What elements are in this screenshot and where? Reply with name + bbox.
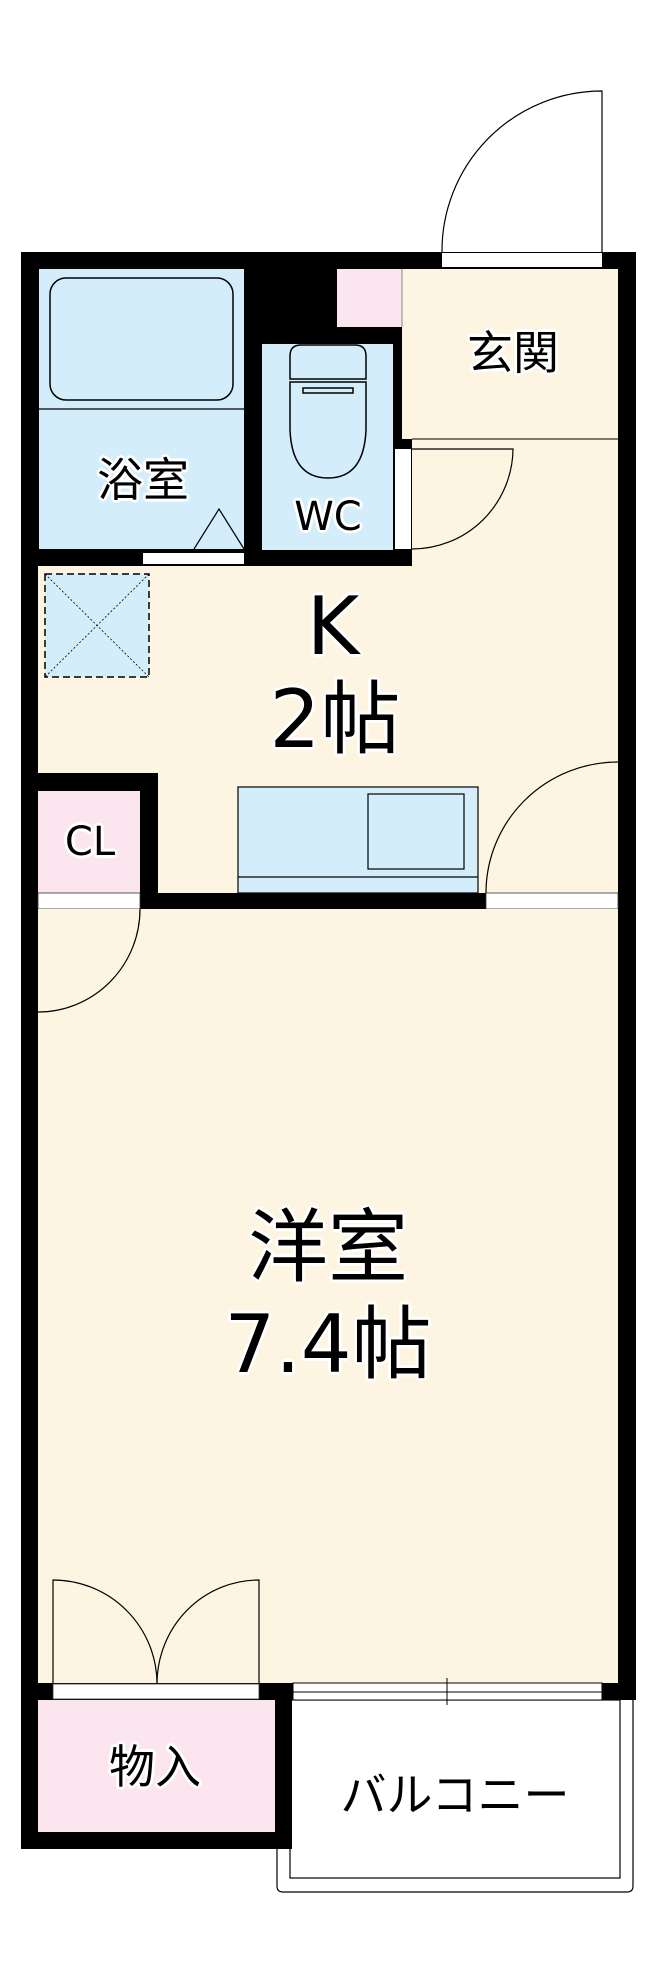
storage-room	[38, 1700, 275, 1832]
kitchen-door	[485, 892, 619, 910]
closet	[38, 791, 140, 893]
storage-door	[52, 1683, 260, 1700]
pipe-space	[337, 269, 402, 327]
bath-door	[143, 553, 244, 564]
toilet-icon	[289, 344, 367, 479]
bath-label: 浴室	[97, 453, 189, 507]
western-room	[38, 909, 618, 1683]
entrance-floor	[402, 269, 618, 439]
western-room-size: 7.4帖	[224, 1298, 432, 1391]
closet-door-swing	[37, 908, 141, 1013]
kitchen-size: 2帖	[269, 673, 401, 766]
wc-door-swing	[411, 448, 514, 550]
storage-door-swing	[52, 1579, 260, 1684]
western-room-label: 洋室	[248, 1201, 408, 1294]
entrance-door-swing	[441, 90, 603, 254]
closet-label: CL	[64, 819, 116, 865]
wc-label: WC	[294, 494, 362, 540]
balcony-label: バルコニー	[340, 1768, 570, 1822]
entrance-door	[442, 253, 602, 267]
kitchen-door-swing	[485, 761, 619, 894]
bath-step-icon	[193, 507, 245, 550]
kitchen-label: K	[306, 580, 360, 673]
wc-door	[395, 449, 411, 549]
washer-space	[44, 573, 150, 678]
balcony-window	[292, 1678, 603, 1705]
entrance-label: 玄関	[467, 326, 559, 380]
closet-door	[37, 892, 141, 910]
storage-label: 物入	[109, 1740, 201, 1794]
bathtub	[49, 277, 234, 401]
kitchen-corridor	[412, 439, 618, 569]
kitchen-sink	[237, 786, 479, 894]
